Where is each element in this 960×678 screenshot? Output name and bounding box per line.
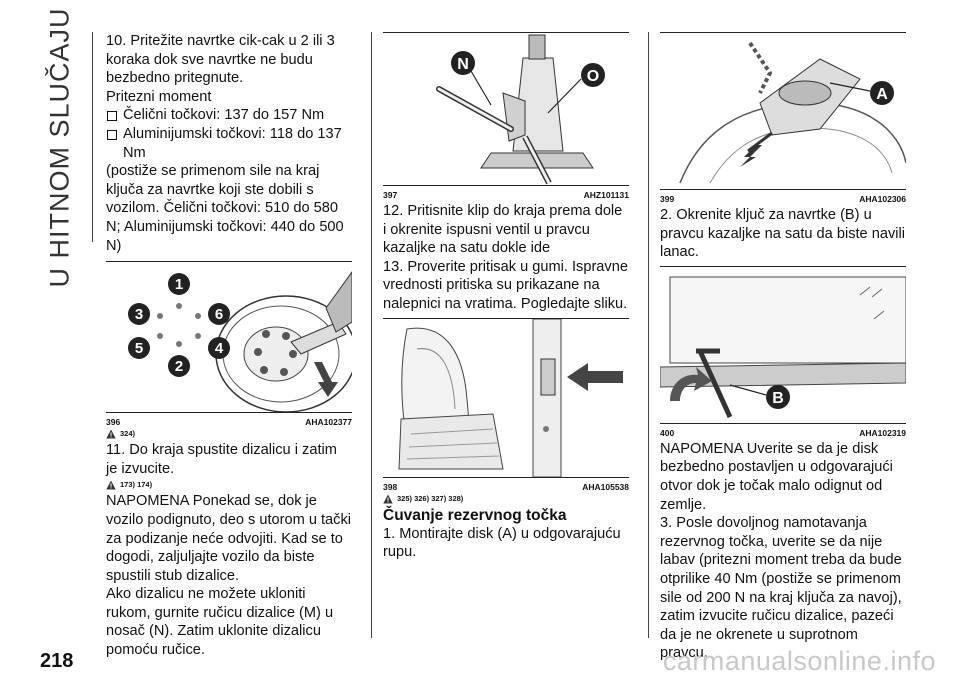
- label-4: 4: [215, 340, 224, 357]
- torque-title: Pritezni moment: [106, 88, 212, 105]
- figure-400: B 400 AHA102319: [660, 265, 906, 438]
- step-3: 3. Posle dovoljnog namotavanja rezervnog…: [660, 515, 902, 662]
- figure-caption: 396 AHA102377: [106, 412, 352, 427]
- wheel-nuts-illustration: 1 2 3 4 5 6: [128, 271, 352, 413]
- note-disk: NAPOMENA Uverite se da je disk bezbedno …: [660, 440, 893, 513]
- figure-number: 396: [106, 417, 121, 428]
- warning-refs: 325) 326) 327) 328): [383, 494, 629, 504]
- figure-397: N O 397 AHZ101131: [383, 32, 629, 200]
- figure-code: AHA102306: [859, 194, 906, 204]
- figure-396: 1 2 3 4 5 6 396 AHA102377: [106, 261, 352, 427]
- figure-number: 397: [383, 190, 398, 200]
- warning-triangle-icon: [383, 494, 393, 504]
- spare-wheel-winch-illustration: A: [679, 41, 906, 184]
- warning-triangle-icon: [106, 480, 116, 490]
- figure-number: 399: [660, 194, 675, 204]
- step-10: 10. Pritežite navrtke cik-cak u 2 ili 3 …: [106, 33, 335, 87]
- step-1: 1. Montirajte disk (A) u odgovarajuću ru…: [383, 525, 621, 561]
- label-5: 5: [135, 340, 143, 357]
- chapter-title-text: U HITNOM SLUČAJU: [44, 6, 75, 288]
- caution-refs: 173) 174): [106, 480, 352, 490]
- figure-caption: 398 AHA105538: [383, 476, 629, 492]
- label-2: 2: [175, 358, 183, 375]
- jack-illustration: N O: [436, 34, 605, 185]
- column-3: A 399 AHA102306 2. Okrenite ključ za navr…: [660, 32, 906, 663]
- tip-jack: Ako dizalicu ne možete ukloniti rukom, g…: [106, 586, 334, 659]
- tailgate-wrench-illustration: B: [660, 276, 906, 418]
- figure-number: 398: [383, 481, 398, 492]
- torque-steel-text: Čelični točkovi: 137 do 157 Nm: [123, 107, 325, 124]
- torque-alu-text: Aluminijumski točkovi: 118 do 137 Nm: [123, 125, 342, 161]
- chapter-title-vertical: U HITNOM SLUČAJU: [40, 7, 80, 287]
- torque-note: (postiže se primenom sile na kraj ključa…: [106, 163, 344, 254]
- figure-caption: 399 AHA102306: [660, 189, 906, 204]
- label-a: A: [876, 86, 888, 103]
- step-11: 11. Do kraja spustite dizalicu i zatim j…: [106, 442, 337, 477]
- figure-399: A 399 AHA102306: [660, 32, 906, 204]
- step-2: 2. Okrenite ključ za navrtke (B) u pravc…: [660, 207, 905, 261]
- step-13: 13. Proverite pritisak u gumi. Ispravne …: [383, 258, 628, 312]
- warning-refs-text: 324): [120, 429, 136, 439]
- note-jack: NAPOMENA Ponekad se, dok je vozilo podig…: [106, 493, 351, 584]
- column-2: N O 397 AHZ101131 12. Pritisnite klip do …: [383, 32, 629, 562]
- bullet-square-icon: [107, 129, 117, 140]
- watermark: carmanualsonline.info: [662, 646, 936, 676]
- figure-caption: 400 AHA102319: [660, 422, 906, 438]
- figure-398: 398 AHA105538: [383, 317, 629, 492]
- figure-number: 400: [660, 427, 675, 438]
- figure-code: AHZ101131: [583, 190, 629, 200]
- figure-code: AHA105538: [582, 481, 629, 492]
- figure-code: AHA102319: [859, 427, 906, 438]
- warning-refs: 324): [106, 429, 352, 439]
- figure-caption: 397 AHZ101131: [383, 185, 629, 200]
- label-1: 1: [175, 276, 183, 293]
- column-divider-2: [648, 32, 649, 638]
- column-divider-1: [371, 32, 372, 638]
- door-sticker-illustration: [398, 318, 623, 477]
- chapter-divider: [92, 32, 93, 242]
- label-3: 3: [135, 306, 143, 323]
- warning-refs-text: 325) 326) 327) 328): [397, 493, 464, 503]
- page-number: 218: [40, 650, 74, 672]
- label-b: B: [772, 390, 784, 407]
- warning-triangle-icon: [106, 429, 116, 439]
- torque-alu: Aluminijumski točkovi: 118 do 137 Nm: [106, 125, 352, 162]
- label-o: O: [587, 68, 599, 85]
- label-6: 6: [215, 306, 223, 323]
- bullet-square-icon: [107, 111, 117, 122]
- figure-code: AHA102377: [305, 417, 352, 428]
- step-12: 12. Pritisnite klip do kraja prema dole …: [383, 203, 623, 257]
- torque-steel: Čelični točkovi: 137 do 157 Nm: [106, 106, 352, 125]
- section-heading: Čuvanje rezervnog točka: [383, 506, 567, 524]
- caution-refs-text: 173) 174): [120, 480, 153, 490]
- label-n: N: [457, 56, 469, 73]
- column-1: 10. Pritežite navrtke cik-cak u 2 ili 3 …: [106, 32, 352, 660]
